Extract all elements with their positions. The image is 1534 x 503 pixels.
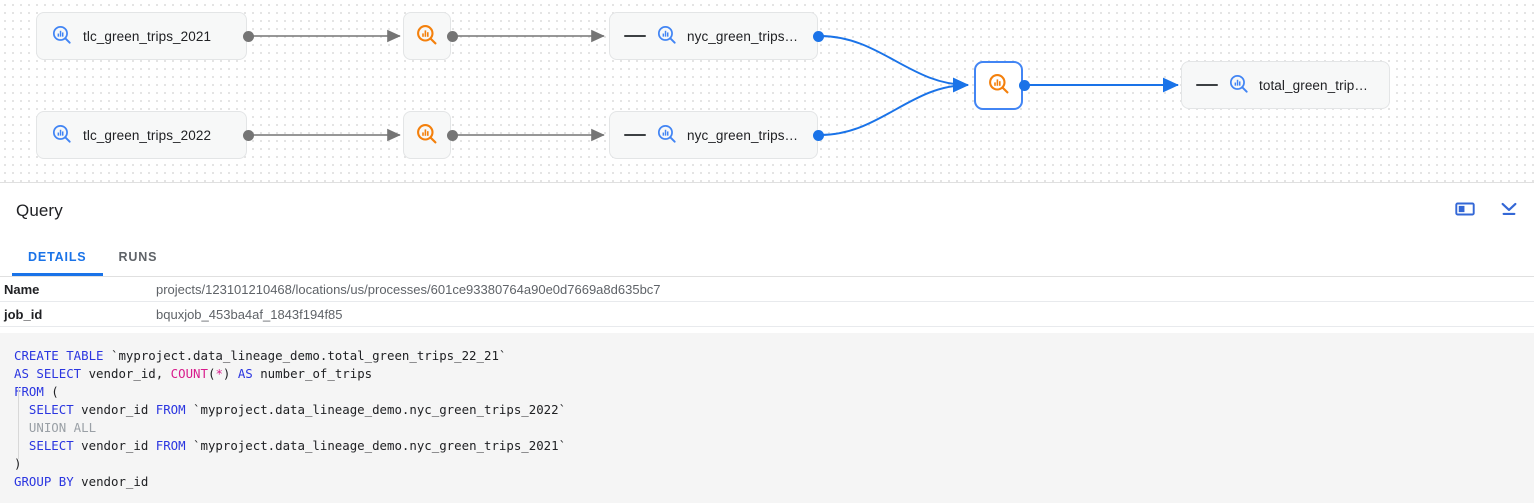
detail-key: Name bbox=[0, 277, 154, 302]
search-table-icon-blue bbox=[656, 123, 678, 148]
tab-runs[interactable]: RUNS bbox=[118, 250, 158, 264]
lineage-node-nyc-green-trips-2021[interactable]: nyc_green_trips… bbox=[609, 12, 818, 60]
tab-details[interactable]: DETAILS bbox=[12, 238, 103, 276]
lineage-node-label: tlc_green_trips_2021 bbox=[83, 28, 212, 44]
search-process-icon-orange bbox=[415, 23, 439, 50]
node-output-connector[interactable] bbox=[813, 31, 824, 42]
indent-guide bbox=[18, 387, 19, 459]
sql-source: CREATE TABLE `myproject.data_lineage_dem… bbox=[14, 348, 567, 489]
search-table-icon-blue bbox=[1228, 73, 1250, 98]
search-table-icon-blue bbox=[51, 123, 73, 148]
lineage-node-process-top[interactable] bbox=[403, 12, 451, 60]
node-output-connector[interactable] bbox=[447, 130, 458, 141]
collapse-node-icon[interactable] bbox=[1196, 84, 1218, 86]
search-process-icon-orange bbox=[987, 72, 1011, 99]
lineage-node-process-selected[interactable] bbox=[974, 61, 1023, 110]
lineage-node-process-bottom[interactable] bbox=[403, 111, 451, 159]
lineage-node-label: nyc_green_trips… bbox=[687, 28, 799, 44]
lineage-node-total-green-trips[interactable]: total_green_trip… bbox=[1181, 61, 1390, 109]
panel-divider bbox=[0, 182, 1534, 183]
detail-value: bquxjob_453ba4af_1843f194f85 bbox=[154, 301, 1534, 327]
node-output-connector[interactable] bbox=[243, 31, 254, 42]
collapse-node-icon[interactable] bbox=[624, 35, 646, 37]
sql-code-block[interactable]: CREATE TABLE `myproject.data_lineage_dem… bbox=[0, 333, 1534, 503]
lineage-node-label: nyc_green_trips… bbox=[687, 127, 799, 143]
collapse-panel-icon[interactable] bbox=[1498, 198, 1520, 225]
lineage-node-label: tlc_green_trips_2022 bbox=[83, 127, 212, 143]
query-panel: Query DETAILS RUNS bbox=[0, 183, 1534, 503]
search-table-icon-blue bbox=[51, 24, 73, 49]
search-process-icon-orange bbox=[415, 122, 439, 149]
detail-key: job_id bbox=[0, 301, 154, 327]
lineage-node-tlc-green-trips-2021[interactable]: tlc_green_trips_2021 bbox=[36, 12, 247, 60]
node-output-connector[interactable] bbox=[813, 130, 824, 141]
lineage-graph-canvas[interactable]: tlc_green_trips_2021 tlc_green_trips_202… bbox=[0, 0, 1534, 182]
query-panel-header: Query bbox=[0, 183, 1534, 239]
query-tabs: DETAILS RUNS bbox=[0, 239, 1534, 277]
table-row: Name projects/123101210468/locations/us/… bbox=[0, 277, 1534, 302]
table-row: job_id bquxjob_453ba4af_1843f194f85 bbox=[0, 301, 1534, 327]
search-table-icon-blue bbox=[656, 24, 678, 49]
lineage-node-tlc-green-trips-2022[interactable]: tlc_green_trips_2022 bbox=[36, 111, 247, 159]
details-table: Name projects/123101210468/locations/us/… bbox=[0, 277, 1534, 327]
page-title: Query bbox=[16, 201, 63, 220]
lineage-node-label: total_green_trip… bbox=[1259, 77, 1369, 93]
collapse-node-icon[interactable] bbox=[624, 134, 646, 136]
lineage-edges bbox=[248, 29, 1179, 142]
split-panel-icon[interactable] bbox=[1454, 198, 1476, 225]
node-output-connector[interactable] bbox=[243, 130, 254, 141]
panel-header-actions bbox=[1454, 183, 1520, 239]
lineage-node-nyc-green-trips-2022[interactable]: nyc_green_trips… bbox=[609, 111, 818, 159]
node-output-connector[interactable] bbox=[447, 31, 458, 42]
node-output-connector[interactable] bbox=[1019, 80, 1030, 91]
detail-value: projects/123101210468/locations/us/proce… bbox=[154, 277, 1534, 302]
